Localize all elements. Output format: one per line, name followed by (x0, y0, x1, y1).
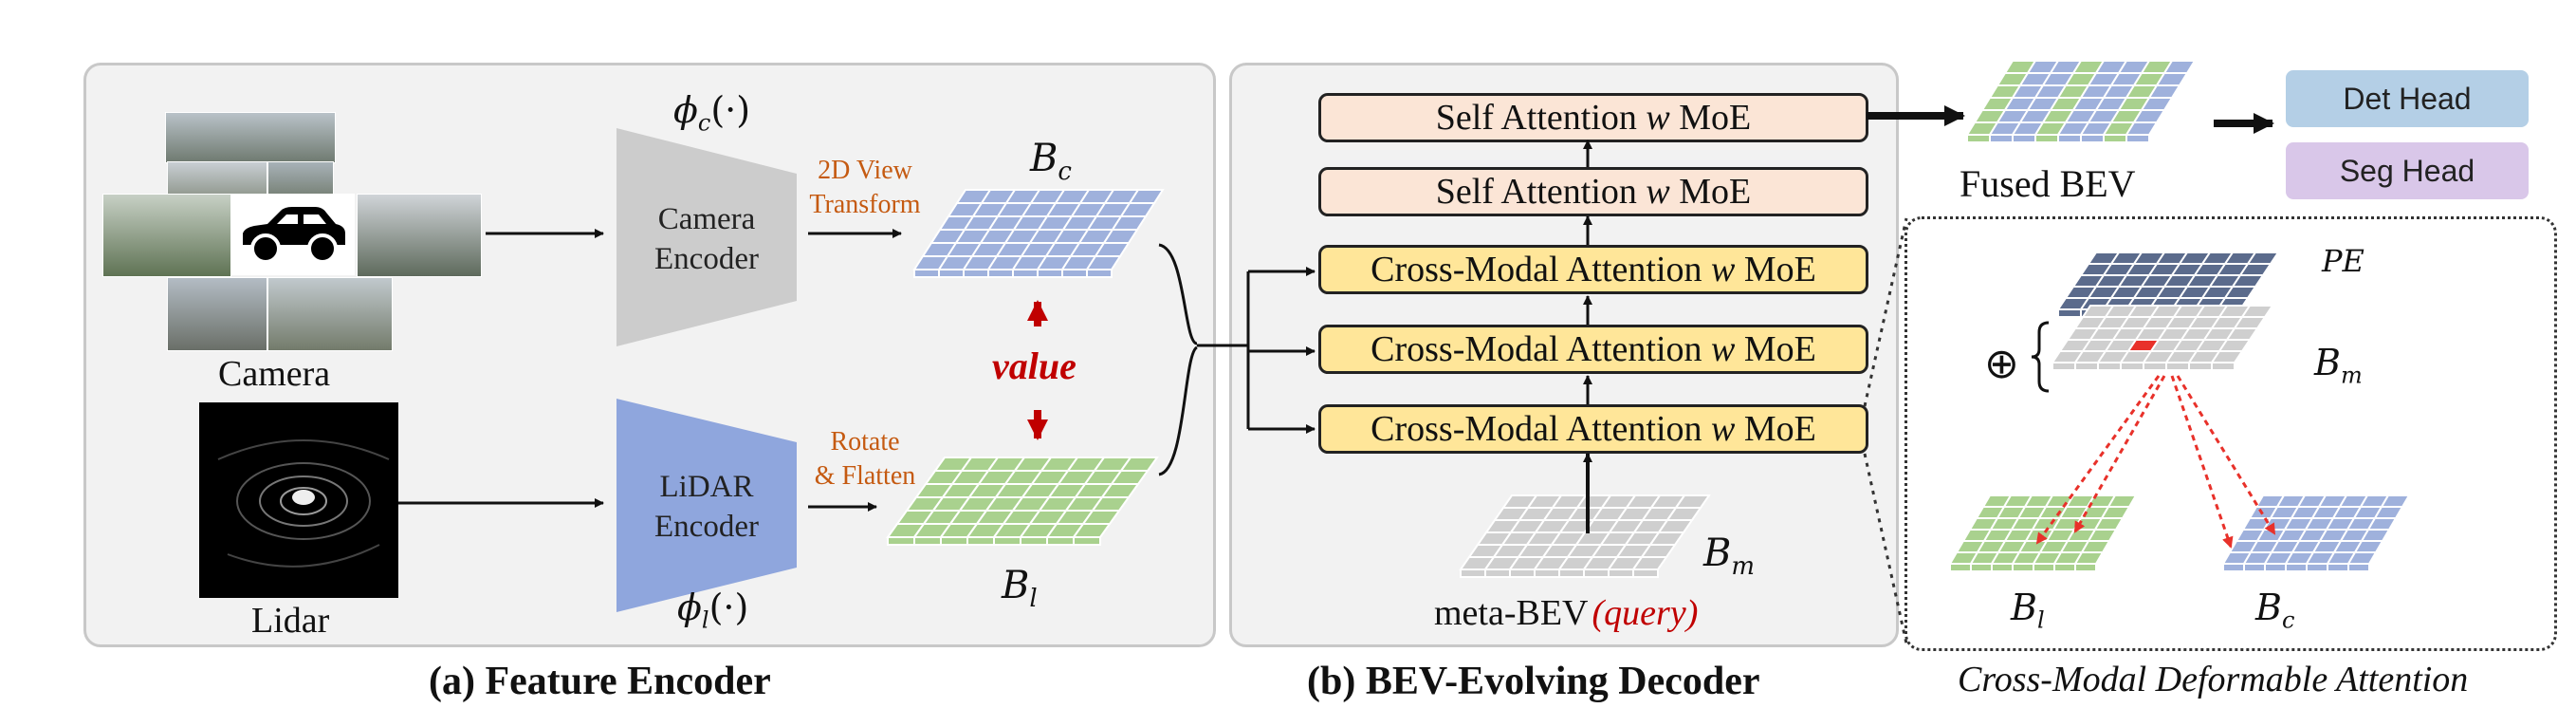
bl-label: Bl (1002, 564, 1038, 613)
camera-encoder-shape (616, 128, 797, 346)
det-head: Det Head (2286, 70, 2529, 127)
deformable-caption: Cross-Modal Deformable Attention (1958, 660, 2469, 699)
bm-label: Bm (1703, 531, 1756, 581)
grid-edge-cell (1073, 536, 1101, 546)
grid-edge-cell (1086, 269, 1113, 278)
oplus-icon: ⊕ (1984, 340, 2019, 388)
decoder-caption: (b) BEV-Evolving Decoder (1307, 660, 1760, 703)
self-attention-block-2: Self Attention w MoE (1318, 167, 1868, 216)
lidar-encoder-label: LiDAR Encoder (654, 470, 759, 544)
cross-modal-attention-block-5: Cross-Modal Attention w MoE (1318, 404, 1868, 454)
grid-edge-cell (2074, 563, 2097, 572)
value-label: value (992, 345, 1076, 387)
fused-bev-grid (1965, 60, 2197, 143)
phi-c-label: ϕc(·) (673, 89, 751, 137)
camera-bev-grid (912, 189, 1165, 278)
grid-edge-cell (2347, 563, 2370, 572)
car-icon (243, 207, 345, 264)
cross-modal-attention-block-4: Cross-Modal Attention w MoE (1318, 325, 1868, 374)
phi-l-label: ϕl(·) (677, 587, 749, 634)
camera-label: Camera (218, 354, 331, 394)
deformable-camera-grid (2221, 494, 2411, 572)
cross-modal-attention-block-3: Cross-Modal Attention w MoE (1318, 245, 1868, 294)
self-attention-block-1: Self Attention w MoE (1318, 93, 1868, 142)
seg-head: Seg Head (2286, 142, 2529, 199)
pe-label: PE (2322, 243, 2364, 279)
deformable-bm-label: Bm (2314, 342, 2363, 389)
feature-encoder-caption: (a) Feature Encoder (429, 660, 771, 703)
rotate-flatten-label: Rotate & Flatten (814, 427, 916, 491)
camera-encoder-label: Camera Encoder (654, 202, 759, 276)
pe-grid (2056, 252, 2280, 318)
meta-bev-label: meta-BEV(query) (1434, 593, 1699, 633)
deformable-meta-grid (2051, 305, 2274, 371)
grid-edge-cell (1632, 569, 1659, 578)
view-transform-label: 2D View Transform (809, 156, 921, 219)
fused-bev-label: Fused BEV (1960, 162, 2136, 205)
deformable-bl-label: Bl (2011, 587, 2045, 634)
lidar-image (199, 402, 398, 598)
bc-label: Bc (1030, 137, 1072, 186)
grid-edge-cell (2211, 362, 2236, 371)
lidar-encoder-shape (616, 399, 797, 612)
grid-edge-cell (2125, 134, 2150, 143)
lidar-bev-grid (886, 457, 1159, 546)
deformable-lidar-grid (1948, 494, 2138, 572)
deformable-bc-label: Bc (2255, 587, 2295, 634)
brace-icon (2031, 321, 2050, 393)
meta-bev-grid (1459, 494, 1711, 578)
lidar-label: Lidar (251, 601, 330, 641)
camera-images (101, 112, 489, 351)
